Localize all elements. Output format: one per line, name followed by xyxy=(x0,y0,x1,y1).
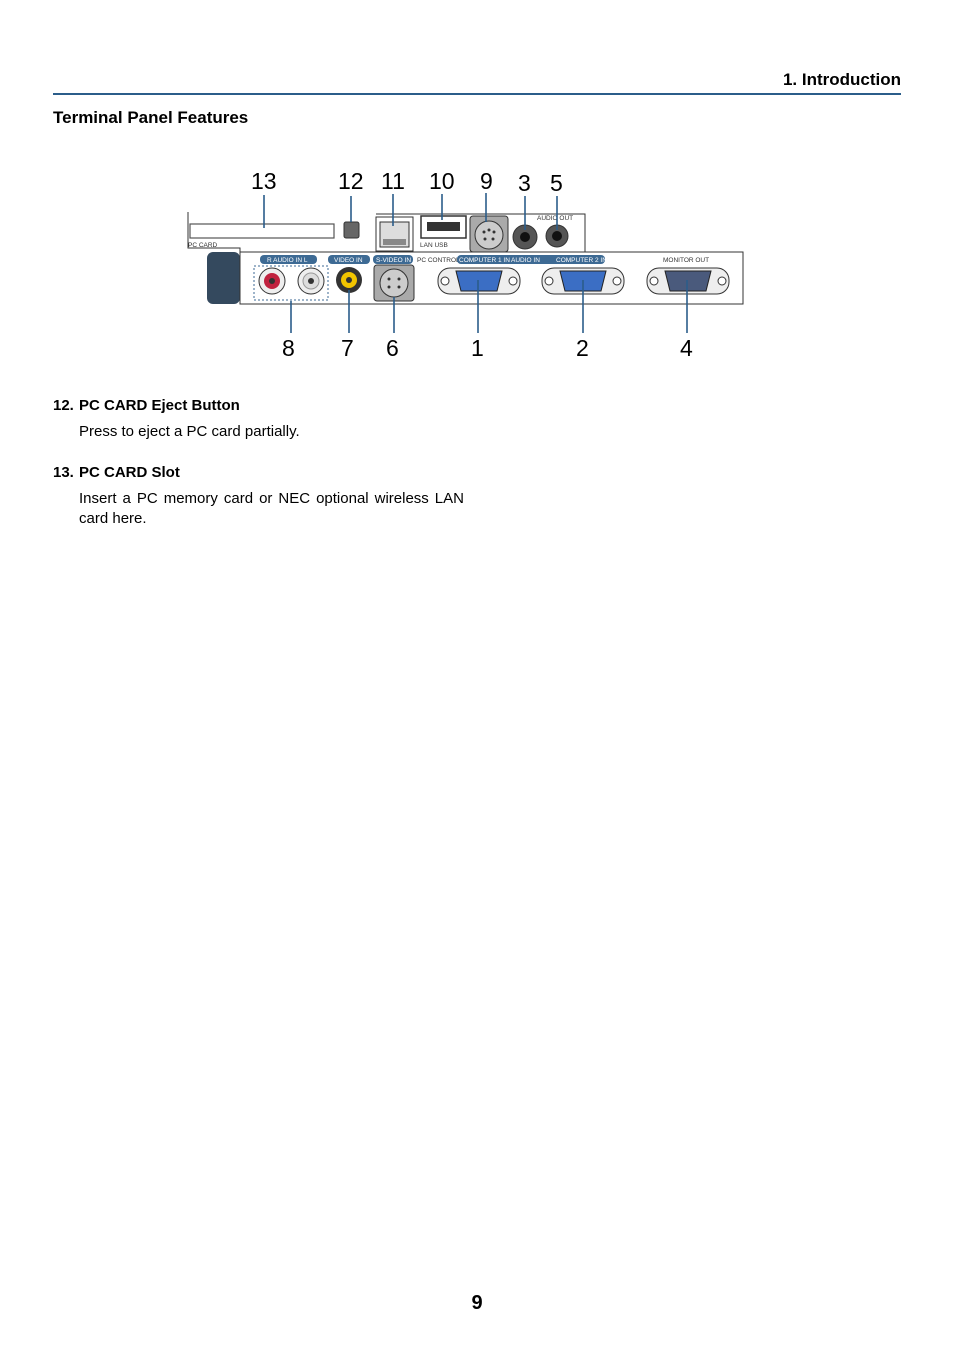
callout-9: 9 xyxy=(480,168,493,194)
pc-card-slot xyxy=(189,223,335,239)
item-description: Press to eject a PC card partially. xyxy=(79,423,300,440)
header-rule xyxy=(53,93,901,95)
monitor-out-port xyxy=(646,267,730,295)
callout-12: 12 xyxy=(338,168,364,194)
item-number: 12. xyxy=(53,397,74,414)
monitor-out-label: MONITOR OUT xyxy=(663,257,709,264)
callout-8: 8 xyxy=(282,335,295,361)
pc-card-eject-button xyxy=(343,221,360,239)
audio-in-rl-label: R AUDIO IN L xyxy=(267,257,308,264)
callout-11: 11 xyxy=(381,168,405,194)
video-in-label: VIDEO IN xyxy=(334,257,363,264)
callout-10: 10 xyxy=(429,168,455,194)
callout-4: 4 xyxy=(680,335,693,361)
callout-1: 1 xyxy=(471,335,484,361)
audio-in-label: AUDIO IN xyxy=(511,257,540,264)
audio-out-label: AUDIO OUT xyxy=(537,215,573,222)
callout-13: 13 xyxy=(251,168,277,194)
callout-3: 3 xyxy=(518,170,531,196)
computer1-in-port xyxy=(437,267,521,295)
callout-6: 6 xyxy=(386,335,399,361)
item-number: 13. xyxy=(53,464,74,481)
section-title: 1. Introduction xyxy=(782,70,901,89)
callout-2: 2 xyxy=(576,335,589,361)
page-heading: Terminal Panel Features xyxy=(53,108,249,127)
pc-control-label: PC CONTROL xyxy=(417,257,460,264)
item-heading: 12. PC CARD Eject Button xyxy=(53,397,464,414)
item-heading: 13. PC CARD Slot xyxy=(53,464,464,481)
item-title: PC CARD Eject Button xyxy=(79,397,240,414)
item-pc-card-slot: 13. PC CARD Slot Insert a PC memory card … xyxy=(53,464,464,529)
pc-card-label: PC CARD xyxy=(188,242,218,249)
item-description: Insert a PC memory card or NEC optional … xyxy=(79,490,464,527)
panel-bumper xyxy=(207,252,240,304)
callout-7: 7 xyxy=(341,335,354,361)
page-number: 9 xyxy=(471,1292,483,1314)
computer1-in-label: COMPUTER 1 IN xyxy=(459,257,510,264)
computer2-in-label: COMPUTER 2 IN xyxy=(556,257,607,264)
terminal-panel-diagram: PC CARD LAN USB AUDIO OUT R AUDIO IN L V… xyxy=(180,160,780,370)
callout-5: 5 xyxy=(550,170,563,196)
item-title: PC CARD Slot xyxy=(79,464,180,481)
item-pc-card-eject: 12. PC CARD Eject Button Press to eject a… xyxy=(53,397,464,442)
s-video-in-label: S-VIDEO IN xyxy=(376,257,411,264)
lan-usb-label: LAN USB xyxy=(420,242,448,249)
